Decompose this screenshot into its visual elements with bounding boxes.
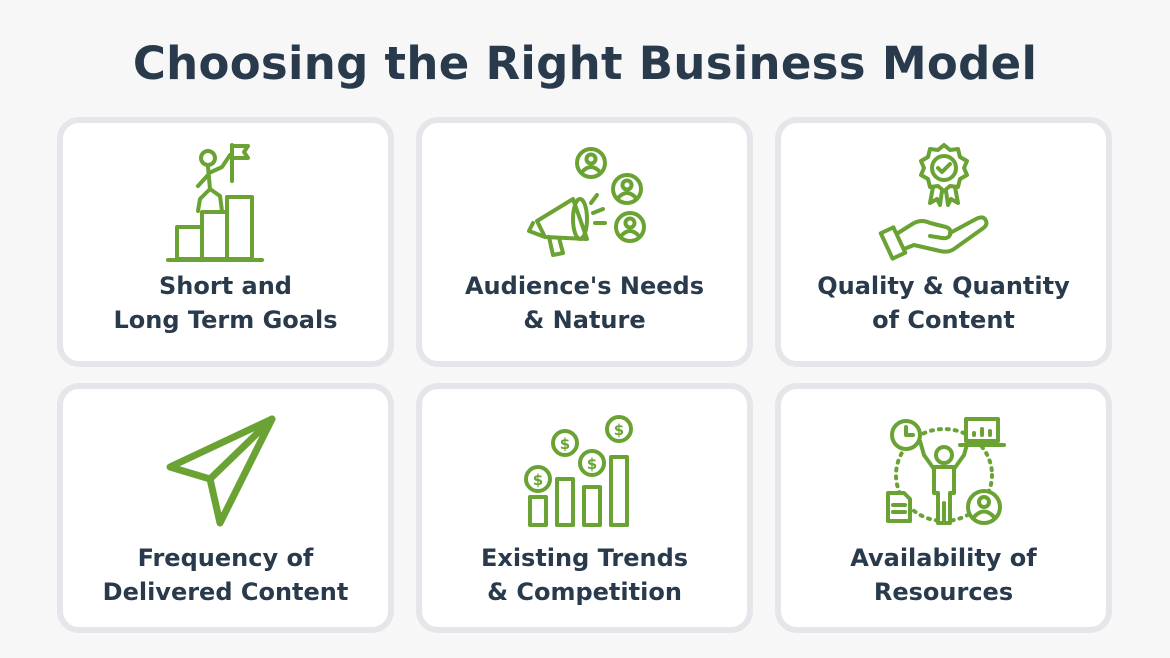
card-label: Quality & Quantity of Content <box>817 272 1070 334</box>
card-label: Frequency of Delivered Content <box>102 544 349 606</box>
card-label: Short and Long Term Goals <box>113 272 338 334</box>
card-trends-competition: $ $ $ $ Existing Trends & Competition <box>416 383 753 633</box>
card-label: Availability of Resources <box>850 544 1037 606</box>
svg-text:$: $ <box>560 435 570 453</box>
quality-badge-hand-icon <box>878 143 989 261</box>
svg-text:$: $ <box>587 455 597 473</box>
card-short-long-term-goals: Short and Long Term Goals <box>57 117 394 367</box>
svg-text:$: $ <box>533 471 543 489</box>
card-availability-resources: Availability of Resources <box>775 383 1112 633</box>
resources-person-icon <box>886 417 1006 525</box>
page-title: Choosing the Right Business Model <box>132 37 1038 90</box>
card-quality-quantity: Quality & Quantity of Content <box>775 117 1112 367</box>
card-frequency: Frequency of Delivered Content <box>57 383 394 633</box>
dollar-bar-chart-icon: $ $ $ $ <box>524 415 633 527</box>
goal-flag-stairs-icon <box>166 143 264 262</box>
card-label: Existing Trends & Competition <box>480 544 689 606</box>
svg-text:$: $ <box>614 421 624 439</box>
card-label: Audience's Needs & Nature <box>464 272 705 334</box>
paper-plane-icon <box>166 415 276 527</box>
megaphone-audience-icon <box>527 147 646 257</box>
card-audience-needs: Audience's Needs & Nature <box>416 117 753 367</box>
